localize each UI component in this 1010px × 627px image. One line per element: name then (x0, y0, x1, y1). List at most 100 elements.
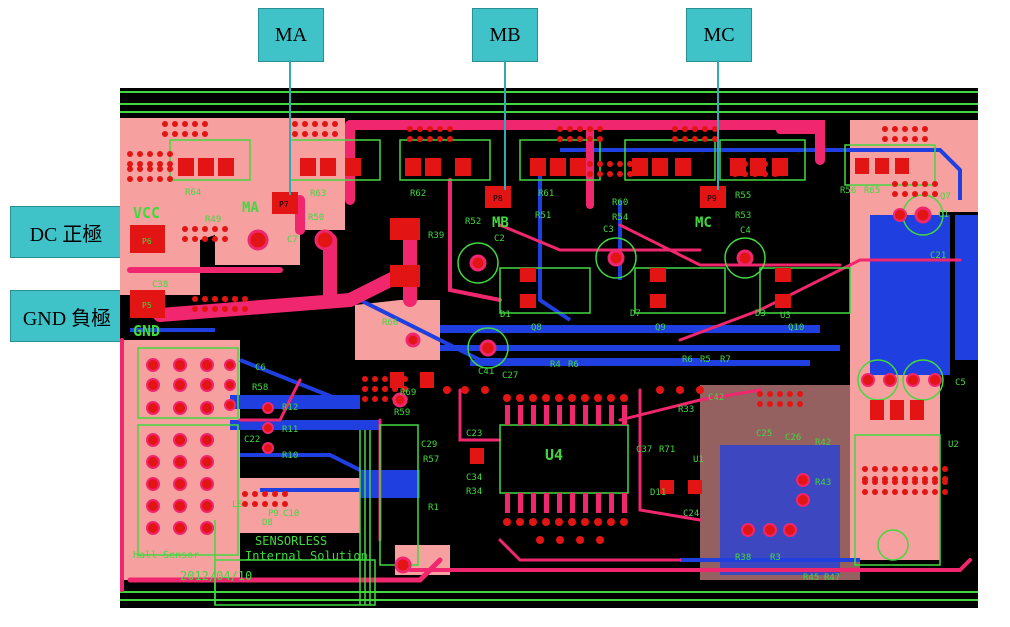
component-designator: R54 (612, 213, 628, 223)
board-label-vcc: VCC (133, 204, 160, 222)
component-designator: R43 (815, 478, 831, 488)
pad-label-p8: P8 (493, 194, 503, 203)
board-label-mc: MC (695, 215, 712, 231)
component-designator: R39 (428, 231, 444, 241)
component-designator: R62 (410, 189, 426, 199)
component-designator: R64 (185, 188, 201, 198)
component-designator: R6 (682, 355, 693, 365)
component-designator: Q10 (788, 323, 804, 333)
component-designator: C3 (603, 225, 614, 235)
component-designator: R49 (205, 215, 221, 225)
component-designator: C10 (283, 509, 299, 519)
component-designator: D1 (500, 310, 511, 320)
through-hole-pads (146, 206, 942, 574)
component-designator: R38 (735, 553, 751, 563)
component-designator: C41 (478, 367, 494, 377)
component-designator: C26 (785, 433, 801, 443)
component-designator: R57 (423, 455, 439, 465)
component-designator: Q9 (655, 323, 666, 333)
pad-clusters (127, 121, 948, 507)
component-designator: C27 (502, 371, 518, 381)
board-label-date: 2012/04/10 (180, 569, 252, 583)
component-designator: R11 (282, 425, 298, 435)
component-designator: R59 (394, 408, 410, 418)
component-designator: R58 (252, 383, 268, 393)
component-designator: C1 (938, 210, 949, 220)
component-designator: U3 (780, 311, 791, 321)
leader-lines (289, 60, 719, 195)
component-designators: R64R49C7R63R50R62R39R52C2R61R51R60R54C3R… (152, 186, 966, 583)
callout-ma: MA (258, 8, 324, 62)
component-designator: C24 (683, 509, 699, 519)
component-designator: C6 (255, 363, 266, 373)
callout-dc-positive: DC 正極 (10, 206, 122, 258)
component-designator: C4 (740, 226, 751, 236)
bottom-copper (230, 215, 978, 575)
pad-label-p5: P5 (142, 301, 152, 310)
component-designator: R6 (568, 360, 579, 370)
component-designator: Q8 (531, 323, 542, 333)
component-designator: C5 (955, 378, 966, 388)
component-designator: R50 (308, 213, 324, 223)
component-designator: R34 (466, 487, 482, 497)
board-label-hall-sensor: Hall Sensor (133, 550, 199, 561)
pad-label-p9: P9 (707, 194, 717, 203)
component-designator: R66 (382, 318, 398, 328)
callout-mc: MC (686, 8, 752, 62)
pad-label-p6: P6 (142, 237, 152, 246)
component-designator: P9 (268, 509, 279, 519)
component-designator: C25 (756, 429, 772, 439)
component-designator: R60 (612, 198, 628, 208)
component-designator: R52 (465, 217, 481, 227)
component-designator: R3 (770, 553, 781, 563)
component-designator: R71 (659, 445, 675, 455)
component-designator: R56 (840, 186, 856, 196)
component-designator: R53 (735, 211, 751, 221)
component-designator: C21 (930, 251, 946, 261)
component-designator: Q7 (940, 192, 951, 202)
component-designator: R10 (282, 451, 298, 461)
component-designator: D3 (755, 309, 766, 319)
component-designator: R61 (538, 189, 554, 199)
component-designator: U2 (948, 440, 959, 450)
board-frame (120, 91, 978, 601)
component-designator: C22 (244, 435, 260, 445)
pad-groups (130, 158, 924, 494)
component-designator: D11 (650, 488, 666, 498)
component-designator: C29 (421, 440, 437, 450)
u4-pin-dots (443, 386, 704, 544)
component-designator: R51 (535, 211, 551, 221)
u4-pins (505, 405, 627, 513)
component-designator: C37 (636, 445, 652, 455)
board-label-mb: MB (492, 215, 509, 231)
board-label-sensorless: SENSORLESS (255, 534, 327, 548)
top-traces (120, 120, 972, 592)
board-label-gnd: GND (133, 322, 160, 340)
component-designator: R55 (735, 191, 751, 201)
pad-label-p7: P7 (279, 200, 289, 209)
component-designator: C2 (494, 234, 505, 244)
component-designator: C23 (466, 429, 482, 439)
component-designator: R45 (803, 573, 819, 583)
component-designator: R4 (550, 360, 561, 370)
component-designator: R47 (824, 573, 840, 583)
component-designator: R63 (310, 189, 326, 199)
component-designator: LS (232, 500, 243, 510)
component-designator: R42 (815, 438, 831, 448)
component-designator: C34 (466, 473, 482, 483)
component-designator: R7 (720, 355, 731, 365)
component-designator: R12 (282, 403, 298, 413)
component-designator: R69 (400, 388, 416, 398)
component-designator: R33 (678, 405, 694, 415)
callout-gnd-negative: GND 負極 (10, 290, 124, 342)
board-label-u4: U4 (545, 446, 563, 464)
component-designator: R65 (864, 186, 880, 196)
component-designator: C42 (708, 393, 724, 403)
board-label-ma: MA (242, 200, 259, 216)
board-label-internal-solution: Internal Solution (245, 549, 368, 563)
component-designator: U1 (693, 455, 704, 465)
component-designator: R1 (428, 503, 439, 513)
component-designator: D8 (262, 518, 273, 528)
component-designator: C7 (287, 235, 298, 245)
